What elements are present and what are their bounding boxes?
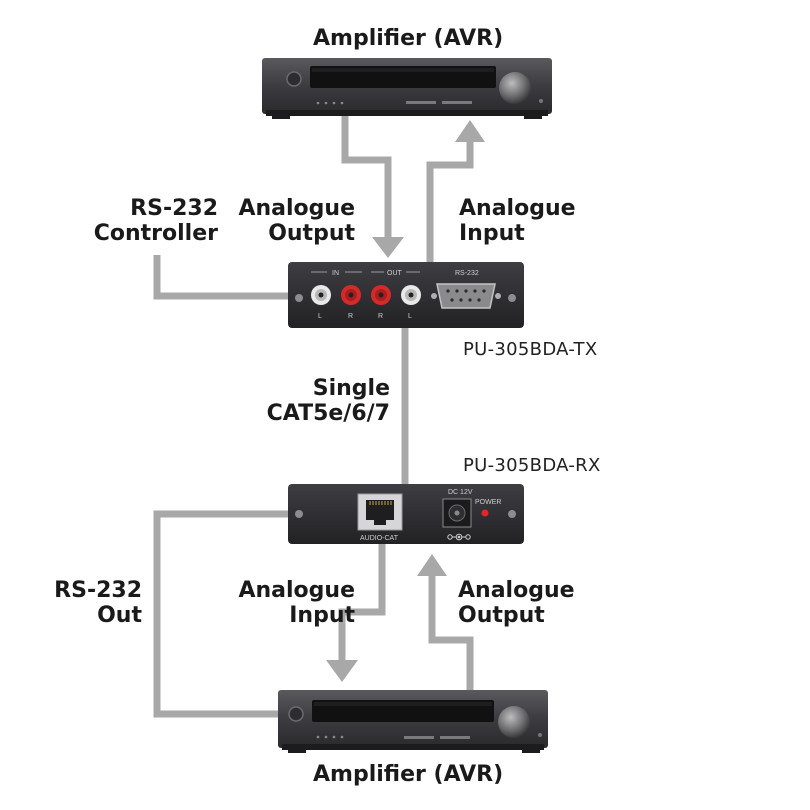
arrow-down-bottom-amp <box>326 660 358 682</box>
db9-connector <box>431 283 501 309</box>
tx-analogue-output-label: Analogue Output <box>225 196 355 246</box>
rs232-controller-line1: RS-232 <box>130 196 218 221</box>
top-amplifier-label: Amplifier (AVR) <box>313 26 504 51</box>
connection-lines <box>153 112 474 718</box>
bottom-output-line <box>428 574 474 700</box>
rs232-out-label: RS-232 Out <box>30 578 142 628</box>
tx-panel-out: OUT <box>387 270 403 277</box>
bottom-amplifier-device <box>278 690 548 753</box>
tx-jack-label-3: R <box>378 313 383 320</box>
rx-unit-device: AUDIO-CAT DC 12V POWER <box>288 484 524 544</box>
rx-analogue-output-line2: Output <box>458 603 545 628</box>
tx-screw-left <box>295 294 303 302</box>
rs232-controller-line2: Controller <box>93 221 218 246</box>
rx-panel-audio-cat: AUDIO-CAT <box>360 535 399 542</box>
tx-jack-label-4: L <box>408 313 412 320</box>
tx-panel-rs232: RS-232 <box>455 270 479 277</box>
arrow-up-rx <box>417 554 447 576</box>
arrowheads <box>326 120 485 682</box>
rx-analogue-output-line1: Analogue <box>458 578 575 603</box>
rx-screw-right <box>508 510 516 518</box>
rj45-port <box>357 493 403 531</box>
cable-line1: Single <box>312 376 390 401</box>
rx-analogue-input-label: Analogue Input <box>225 578 355 628</box>
tx-model-label: PU-305BDA-TX <box>463 339 598 360</box>
rs232-controller-label: RS-232 Controller <box>88 196 218 246</box>
top-input-line <box>426 140 474 270</box>
rca-jack-in-r <box>341 285 361 305</box>
power-led <box>481 509 489 517</box>
tx-analogue-input-line2: Input <box>459 221 525 246</box>
rx-model-label: PU-305BDA-RX <box>463 455 601 476</box>
cable-line2: CAT5e/6/7 <box>266 401 390 426</box>
tx-analogue-input-line1: Analogue <box>459 196 576 221</box>
rca-jack-out-r <box>371 285 391 305</box>
rx-panel-power: POWER <box>475 499 501 506</box>
top-amplifier-device <box>262 58 552 119</box>
top-output-line <box>341 112 392 238</box>
rx-analogue-input-line2: Input <box>289 603 355 628</box>
rca-jack-in-l <box>311 285 331 305</box>
rx-analogue-input-line1: Analogue <box>238 578 355 603</box>
tx-jack-label-2: R <box>348 313 353 320</box>
rs232-out-line <box>153 510 298 718</box>
bottom-amplifier-label: Amplifier (AVR) <box>313 762 504 787</box>
cable-label: Single CAT5e/6/7 <box>240 376 390 426</box>
tx-analogue-output-line2: Output <box>268 221 355 246</box>
bottom-input-line <box>338 544 386 660</box>
rx-screw-left <box>295 510 303 518</box>
rca-jack-out-l <box>401 285 421 305</box>
rs232-out-line1: RS-232 <box>54 578 142 603</box>
tx-screw-right <box>508 294 516 302</box>
rs232-out-line2: Out <box>97 603 142 628</box>
tx-analogue-input-label: Analogue Input <box>459 196 576 246</box>
arrow-up-top-amp <box>455 120 485 142</box>
tx-panel-in: IN <box>332 270 339 277</box>
arrow-down-tx <box>372 237 404 258</box>
rx-analogue-output-label: Analogue Output <box>458 578 575 628</box>
tx-analogue-output-line1: Analogue <box>238 196 355 221</box>
tx-jack-label-1: L <box>318 313 322 320</box>
dc-polarity-icon <box>447 533 471 541</box>
rx-panel-dc: DC 12V <box>448 489 473 496</box>
tx-unit-device: IN OUT RS-232 L R R L <box>288 262 524 328</box>
rs232-controller-line <box>153 255 298 300</box>
dc-power-jack <box>442 498 472 528</box>
